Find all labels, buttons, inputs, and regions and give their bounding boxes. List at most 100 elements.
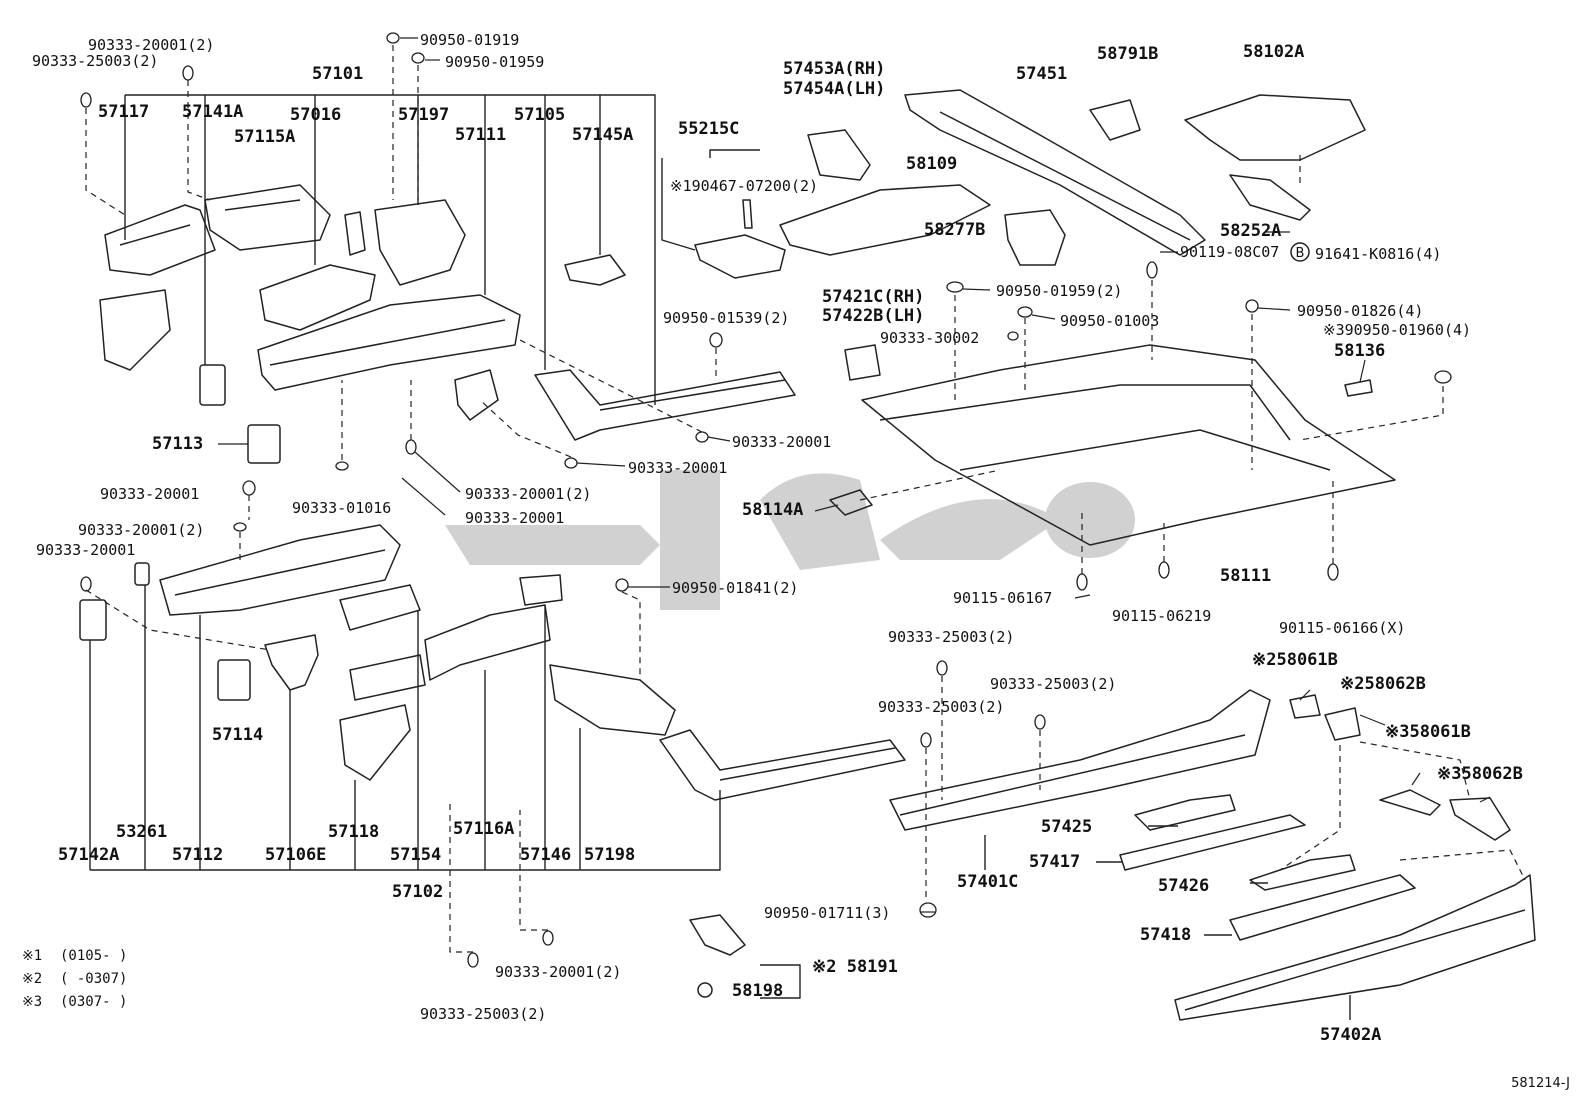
part-58062B-drawing	[1324, 707, 1511, 841]
label-90950-01919: 90950-01919	[420, 31, 520, 49]
label-58198: 58198	[732, 981, 784, 1001]
part-57197-drawing	[344, 199, 466, 286]
label-90333-30002: 90333-30002	[880, 329, 980, 347]
part-57146-drawing	[519, 574, 563, 606]
label-57111: 57111	[455, 125, 507, 145]
part-53261-drawing	[134, 562, 150, 586]
label-90115-06166: 90115-06166(X)	[1279, 619, 1406, 637]
b-marker	[1290, 242, 1310, 262]
label-58061B-2: ※258061B	[1252, 650, 1338, 670]
part-57142A-drawing	[79, 599, 107, 641]
part-57141A-drawing	[199, 364, 226, 406]
label-57422B: 57422B(LH)	[822, 306, 925, 326]
part-57114-drawing	[217, 659, 251, 701]
part-55215C-drawing	[694, 199, 786, 279]
diagram-code: 581214-J	[1511, 1076, 1570, 1091]
label-57421C: 57421C(RH)	[822, 287, 925, 307]
label-90333-25003-2-d: 90333-25003(2)	[990, 675, 1117, 693]
note-3-text: (0307- )	[60, 994, 128, 1010]
rocker-upper-drawing	[534, 369, 796, 441]
part-57417-drawing	[1119, 814, 1306, 871]
label-57418: 57418	[1140, 925, 1192, 945]
part-57421C-drawing	[844, 344, 881, 381]
part-58191-drawing	[689, 914, 746, 998]
label-57112: 57112	[172, 845, 224, 865]
label-58111: 58111	[1220, 566, 1272, 586]
label-90333-25003-2-e: 90333-25003(2)	[878, 698, 1005, 716]
part-57401C-drawing	[889, 689, 1271, 831]
note-2-text: ( -0307)	[60, 971, 128, 987]
label-58191: ※2 58191	[812, 957, 898, 977]
part-57115A-drawing	[204, 184, 331, 251]
label-57145A: 57145A	[572, 125, 634, 145]
label-90950-01711: 90950-01711(3)	[764, 904, 891, 922]
part-57116A-drawing	[424, 604, 551, 681]
label-90950-01959: 90950-01959	[445, 53, 545, 71]
label-58061B-3: ※358061B	[1385, 722, 1471, 742]
label-90333-01016: 90333-01016	[292, 499, 392, 517]
label-58136: 58136	[1334, 341, 1386, 361]
part-57198-drawing	[549, 664, 676, 736]
label-58062B-2: ※258062B	[1340, 674, 1426, 694]
dashed-leaders	[85, 45, 1526, 953]
label-91641-K0816: 91641-K0816(4)	[1315, 245, 1442, 263]
b-marker-letter: B	[1296, 246, 1305, 261]
label-57118: 57118	[328, 822, 380, 842]
part-57111-drawing	[257, 294, 521, 391]
label-58252A: 58252A	[1220, 221, 1282, 241]
note-1-mark: ※1	[22, 948, 43, 964]
part-57106E-drawing	[264, 634, 319, 691]
label-90950-01841: 90950-01841(2)	[672, 579, 799, 597]
label-90333-20001-d: 90333-20001	[465, 509, 565, 527]
solid-leaders	[218, 37, 1491, 913]
label-57453A: 57453A(RH)	[783, 59, 886, 79]
label-57425: 57425	[1041, 817, 1093, 837]
label-57102: 57102	[392, 882, 444, 902]
watermark-logo	[445, 470, 1135, 610]
part-58111-drawing	[861, 344, 1396, 546]
rocker-lower-drawing	[659, 729, 906, 801]
label-58109: 58109	[906, 154, 958, 174]
label-90333-20001-2-d: 90333-20001(2)	[495, 963, 622, 981]
label-57146: 57146	[520, 845, 572, 865]
part-57016-drawing	[259, 264, 376, 331]
label-90119-08C07: 90119-08C07	[1180, 243, 1280, 261]
label-57402A: 57402A	[1320, 1025, 1382, 1045]
part-57453A-drawing	[807, 129, 871, 181]
label-58102A: 58102A	[1243, 42, 1305, 62]
note-3-mark: ※3	[22, 994, 43, 1010]
label-53261: 53261	[116, 822, 168, 842]
label-90115-06167: 90115-06167	[953, 589, 1053, 607]
label-90333-25003-2-c: 90333-25003(2)	[888, 628, 1015, 646]
label-57426: 57426	[1158, 876, 1210, 896]
part-57112-drawing	[159, 524, 401, 616]
label-57198: 57198	[584, 845, 636, 865]
part-58277B-drawing	[1004, 209, 1066, 266]
part-58061B-drawing	[1289, 694, 1441, 816]
label-90333-25003-2: 90333-25003(2)	[32, 52, 159, 70]
label-57106E: 57106E	[265, 845, 327, 865]
label-90333-20001-e: 90333-20001	[36, 541, 136, 559]
label-57454A: 57454A(LH)	[783, 79, 886, 99]
label-90950-01539: 90950-01539(2)	[663, 309, 790, 327]
label-57116A: 57116A	[453, 819, 515, 839]
part-57418-drawing	[1229, 874, 1416, 941]
part-58109-drawing	[779, 184, 991, 256]
label-90115-06219: 90115-06219	[1112, 607, 1212, 625]
part-57118-drawing	[339, 584, 426, 781]
label-55215C: 55215C	[678, 119, 740, 139]
label-90950-01960: ※390950-01960(4)	[1323, 321, 1472, 339]
label-57154: 57154	[390, 845, 442, 865]
label-57451: 57451	[1016, 64, 1068, 84]
label-90333-20001-2-b: 90333-20001(2)	[465, 485, 592, 503]
note-2-mark: ※2	[22, 971, 43, 987]
label-90950-01003: 90950-01003	[1060, 312, 1160, 330]
part-57425-drawing	[1134, 794, 1236, 831]
label-90333-20001-2: 90333-20001(2)	[88, 36, 215, 54]
label-57113: 57113	[152, 434, 204, 454]
note-1-text: (0105- )	[60, 948, 128, 964]
label-57114: 57114	[212, 725, 264, 745]
label-90333-20001-a: 90333-20001	[732, 433, 832, 451]
